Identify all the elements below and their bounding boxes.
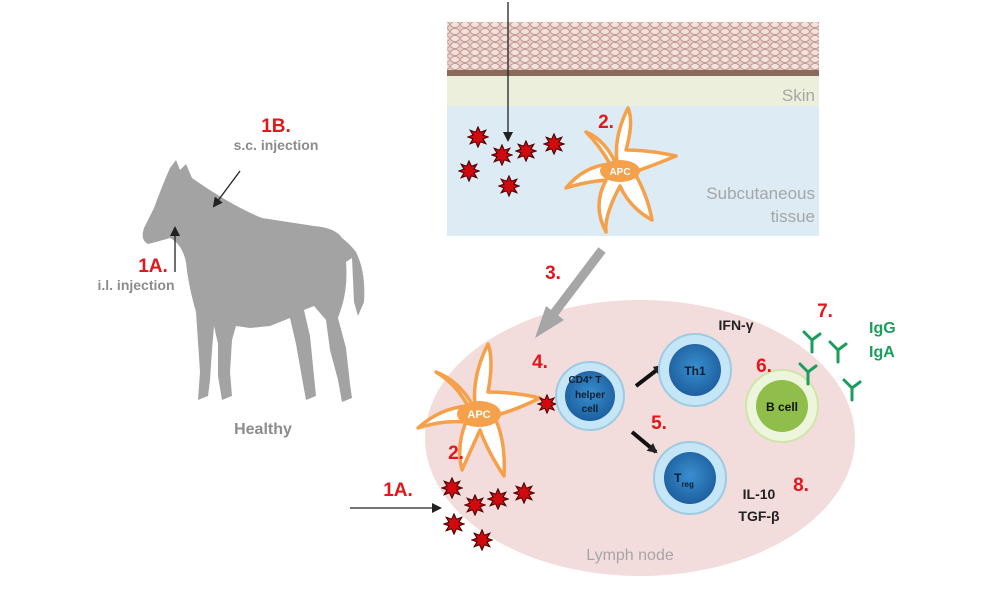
step-1a-ln-number: 1A. xyxy=(383,480,413,501)
migration-arrow xyxy=(535,247,606,338)
apc-skin xyxy=(564,106,678,234)
igg-label: IgG xyxy=(869,320,896,337)
healthy-label: Healthy xyxy=(234,421,292,438)
treg-differentiation-arrow xyxy=(630,430,658,454)
ifn-gamma-label: IFN-γ xyxy=(719,317,754,333)
step-2-ln-number: 2. xyxy=(448,443,464,464)
cd4-label-line2: helper xyxy=(575,390,605,401)
treg-label: Treg xyxy=(674,471,694,489)
step-2-skin-number: 2. xyxy=(598,112,614,133)
th1-label: Th1 xyxy=(684,364,706,378)
cd4-label-line1: CD4+ T xyxy=(569,375,602,387)
step-7-number: 7. xyxy=(817,301,833,322)
step-1a-number: 1A. xyxy=(138,256,168,277)
treg-cell xyxy=(653,441,727,515)
step-3-number: 3. xyxy=(545,263,561,284)
cd4-t-helper-cell xyxy=(555,361,625,431)
horse-silhouette xyxy=(142,160,365,402)
iga-label: IgA xyxy=(869,344,895,361)
apc-ln-label: APC xyxy=(467,409,490,421)
antibodies xyxy=(798,330,862,402)
il10-label: IL-10 xyxy=(743,486,776,502)
subcutaneous-label-line1: Subcutaneous xyxy=(706,184,815,203)
apc-lymph-node xyxy=(416,342,542,478)
step-8-number: 8. xyxy=(793,475,809,496)
th1-cell xyxy=(658,333,732,407)
skin-label: Skin xyxy=(782,86,815,105)
subcutaneous-label-line2: tissue xyxy=(771,207,815,226)
sc-injection-arrow xyxy=(212,170,241,208)
step-6-number: 6. xyxy=(756,356,772,377)
sc-injection-label: s.c. injection xyxy=(234,137,319,153)
cd4-label-line3: cell xyxy=(582,404,599,415)
b-cell xyxy=(745,369,819,443)
step-1b-number: 1B. xyxy=(261,116,291,137)
lymph-node-label: Lymph node xyxy=(586,547,674,564)
th1-differentiation-arrow xyxy=(634,364,664,388)
il-injection-label: i.l. injection xyxy=(97,277,174,293)
step-4-number: 4. xyxy=(532,352,548,373)
bcell-label: B cell xyxy=(766,400,798,414)
apc-skin-label: APC xyxy=(609,167,630,178)
tgfb-label: TGF-β xyxy=(738,508,780,524)
step-5-number: 5. xyxy=(651,413,667,434)
